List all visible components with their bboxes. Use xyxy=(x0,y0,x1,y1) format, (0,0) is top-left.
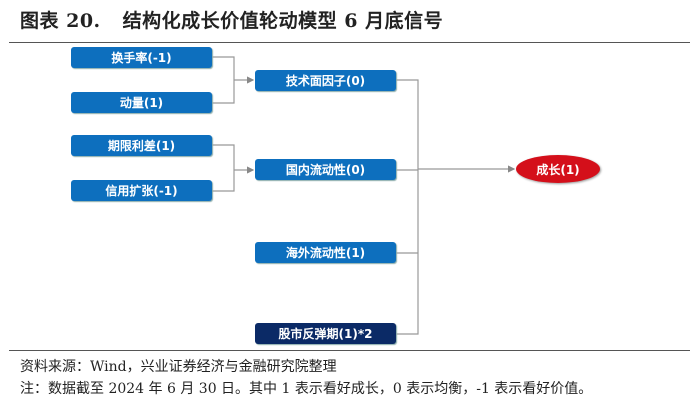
bottom-divider xyxy=(9,350,690,351)
connector-domestic-inputs xyxy=(212,144,235,192)
result-growth: 成长(1) xyxy=(516,155,600,183)
connector-tech-inputs xyxy=(212,56,235,104)
figure-number: 图表 20. xyxy=(20,10,101,32)
input-credit-expansion: 信用扩张(-1) xyxy=(71,180,212,201)
factor-market-rebound: 股市反弹期(1)*2 xyxy=(255,323,396,344)
top-divider xyxy=(9,42,690,43)
source-note: 资料来源：Wind，兴业证券经济与金融研究院整理 xyxy=(20,359,337,375)
input-momentum: 动量(1) xyxy=(71,92,212,113)
factor-technical: 技术面因子(0) xyxy=(255,70,396,91)
input-turnover: 换手率(-1) xyxy=(71,47,212,68)
figure-title: 图表 20. 结构化成长价值轮动模型 6 月底信号 xyxy=(20,6,443,33)
figure-title-text: 结构化成长价值轮动模型 6 月底信号 xyxy=(122,10,444,32)
footnote: 注：数据截至 2024 年 6 月 30 日。其中 1 表示看好成长，0 表示均… xyxy=(20,381,593,397)
input-term-spread: 期限利差(1) xyxy=(71,135,212,156)
connector-factors xyxy=(396,79,419,335)
factor-domestic-liquidity: 国内流动性(0) xyxy=(255,159,396,180)
factor-overseas-liquidity: 海外流动性(1) xyxy=(255,242,396,263)
